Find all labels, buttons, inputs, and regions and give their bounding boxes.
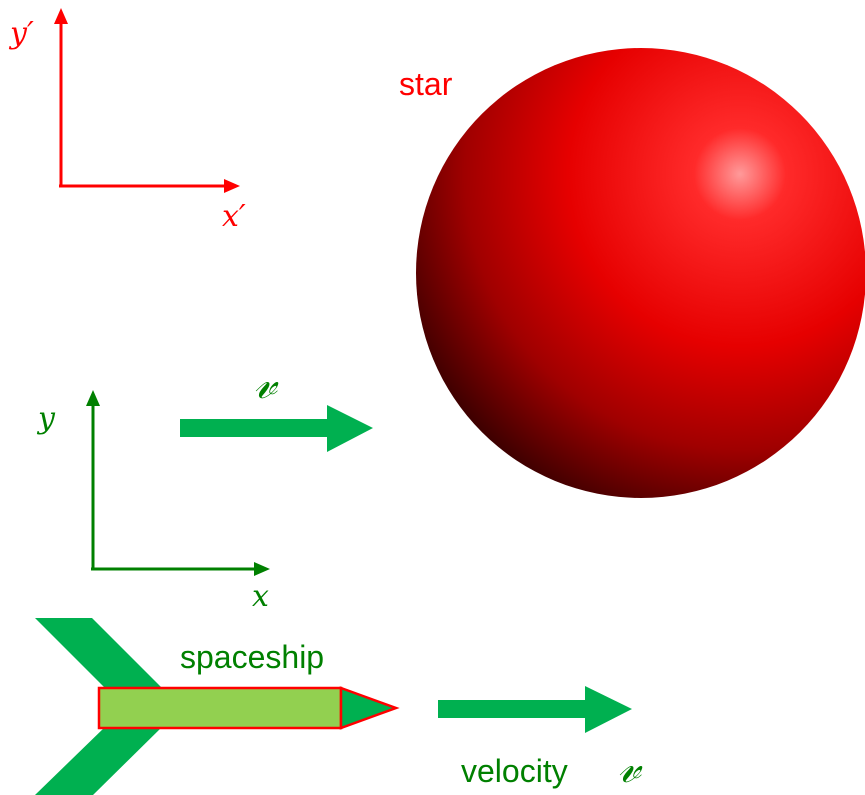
spaceship-group: spaceship bbox=[35, 618, 400, 795]
star-y-label: y′ bbox=[8, 16, 34, 51]
spaceship-label: spaceship bbox=[180, 639, 324, 675]
star-x-label: x′ bbox=[222, 199, 246, 234]
spaceship-upper-fin bbox=[35, 618, 163, 689]
ship-x-label: x bbox=[252, 579, 269, 614]
ship-y-arrowhead bbox=[86, 390, 100, 406]
spaceship-lower-fin bbox=[35, 726, 163, 795]
star-sphere bbox=[416, 48, 865, 498]
star-frame-axes: y′ x′ bbox=[8, 8, 246, 234]
spaceship-body bbox=[97, 686, 343, 730]
ship-velocity-shaft bbox=[438, 700, 588, 718]
frame-velocity-arrow: 𝓋 bbox=[180, 355, 373, 452]
star-x-arrowhead bbox=[224, 179, 240, 193]
spaceship-nose bbox=[339, 686, 400, 730]
ship-velocity-label: velocity bbox=[461, 753, 568, 789]
frame-velocity-head bbox=[327, 405, 373, 452]
ship-y-label: y bbox=[36, 401, 56, 436]
star-y-arrowhead bbox=[54, 8, 68, 24]
frame-velocity-label: 𝓋 bbox=[254, 355, 279, 409]
ship-velocity-head bbox=[585, 686, 632, 733]
ship-velocity-symbol: 𝓋 bbox=[618, 739, 643, 793]
ship-frame-axes: y x bbox=[36, 390, 270, 614]
star-group: star bbox=[399, 48, 865, 498]
frame-velocity-shaft bbox=[180, 419, 330, 437]
ship-x-arrowhead bbox=[254, 562, 270, 576]
star-label: star bbox=[399, 66, 453, 102]
ship-velocity-arrow: velocity 𝓋 bbox=[438, 686, 643, 793]
